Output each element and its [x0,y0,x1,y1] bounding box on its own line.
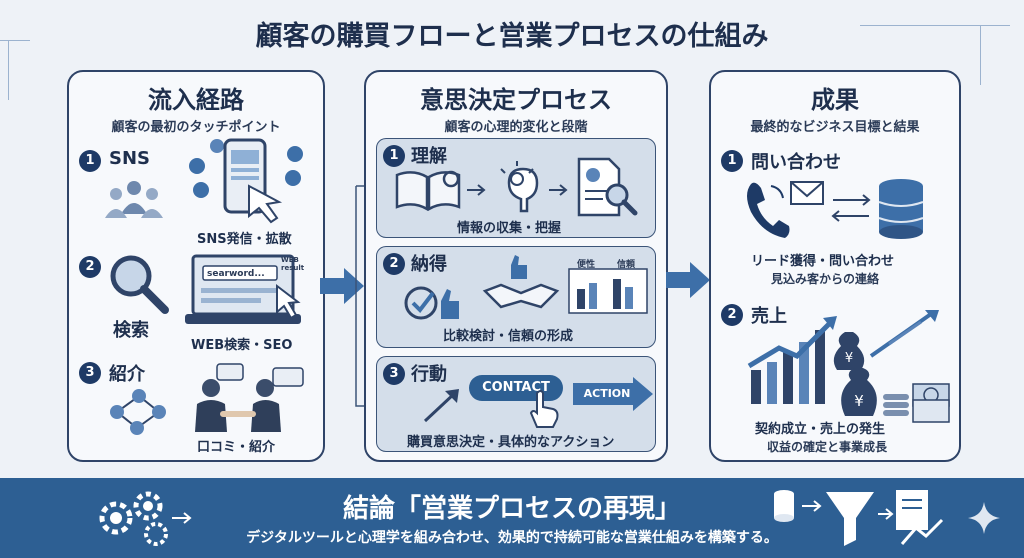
decision-title: 意思決定プロセス [420,86,612,114]
page-title: 顧客の購買フローと営業プロセスの仕組み [255,21,769,52]
conclusion-text: デジタルツールと心理学を組み合わせ、効果的で持続可能な営業仕組みを構築する。 [246,530,778,546]
inflow-panel: 流入経路 顧客の最初のタッチポイント 1 SNS SNS発信・拡散 2 検索 s… [67,70,325,462]
results-title: 成果 [811,86,859,114]
search-input-text: searword... [207,269,265,279]
decision-subtitle: 顧客の心理的変化と段階 [444,120,588,135]
flow-arrow-icon [320,268,364,304]
svg-text:¥: ¥ [845,351,853,366]
funnel-icon [774,490,944,546]
handshake-icon [482,255,560,309]
decor-line [0,40,30,41]
arrow-icon [467,184,486,196]
search-label: 検索 [113,320,149,341]
action-caption: 購買意思決定・具体的なアクション [407,435,615,450]
sales-label: 売上 [751,306,787,327]
cursor-icon [423,389,459,423]
results-panel: 成果 最終的なビジネス目標と結果 1 問い合わせ リード獲得・問い合わせ 見込み… [709,70,961,462]
chart-label: 便性 [577,260,596,270]
conviction-caption: 比較検討・信頼の形成 [443,329,574,344]
magnifier-icon [110,255,169,314]
action-arrow-icon [573,377,653,411]
decor-line [8,40,9,100]
people-icon [105,181,163,218]
referral-caption: 口コミ・紹介 [197,440,276,455]
sns-label: SNS [109,148,150,169]
laptop-icon [185,254,301,324]
action-text: ACTION [583,387,631,400]
stage-understanding: 1 理解 情報の収集・把握 [376,138,656,238]
conviction-label: 納得 [411,254,447,275]
phone-icon [189,138,303,224]
search-caption: WEB検索・SEO [191,338,293,353]
understanding-label: 理解 [411,146,447,167]
inquiry-icons [747,179,924,239]
flow-arrow-icon [666,262,710,298]
book-icon [395,170,461,211]
referral-label: 紹介 [109,364,145,385]
bulb-icon [500,161,539,213]
results-subtitle: 最終的なビジネス目標と結果 [750,120,920,135]
decor-line [860,25,1010,26]
inflow-subtitle: 顧客の最初のタッチポイント [111,120,281,135]
step-number: 2 [383,253,405,275]
sparkle-icon [968,502,1000,534]
document-magnifier-icon [577,157,638,217]
contact-button[interactable]: CONTACT [469,375,563,401]
decor-line [980,25,981,85]
step-number: 3 [383,363,405,385]
stage-action: 3 行動 CONTACT ACTION 購買意思決定・具体的なアクション [376,356,656,452]
step-number: 2 [79,256,101,278]
arrow-icon [549,184,568,196]
action-label: 行動 [411,364,447,385]
inflow-title: 流入経路 [148,86,244,114]
stage-conviction: 2 納得 便性 信頼 比較検討・信頼の形成 [376,246,656,348]
bar-chart-icon [568,268,648,314]
understanding-caption: 情報の収集・把握 [457,221,562,236]
sales-sub-caption: 収益の確定と事業成長 [767,440,888,454]
step-number: 3 [79,362,101,384]
step-number: 1 [721,150,743,172]
network-icon [110,389,166,435]
hand-pointer-icon [529,390,559,428]
web-result-label: WEB result [281,256,305,272]
money-bag-icon: ¥ [841,368,950,423]
gear-icon [99,491,192,546]
sales-caption: 契約成立・売上の発生 [755,422,886,437]
growth-chart-icon: ¥ [747,310,939,404]
step-number: 1 [79,150,101,172]
handshake-people-icon [195,363,304,432]
inquiry-caption: リード獲得・問い合わせ [751,254,895,269]
step-number: 1 [383,145,405,167]
inquiry-label: 問い合わせ [751,152,841,173]
sns-caption: SNS発信・拡散 [197,232,292,247]
step-number: 2 [721,304,743,326]
inquiry-sub-caption: 見込み客からの連絡 [771,272,880,286]
check-icon [404,286,459,320]
svg-text:¥: ¥ [854,392,864,410]
chart-label: 信頼 [617,260,636,270]
conclusion-title: 結論「営業プロセスの再現」 [342,494,681,524]
